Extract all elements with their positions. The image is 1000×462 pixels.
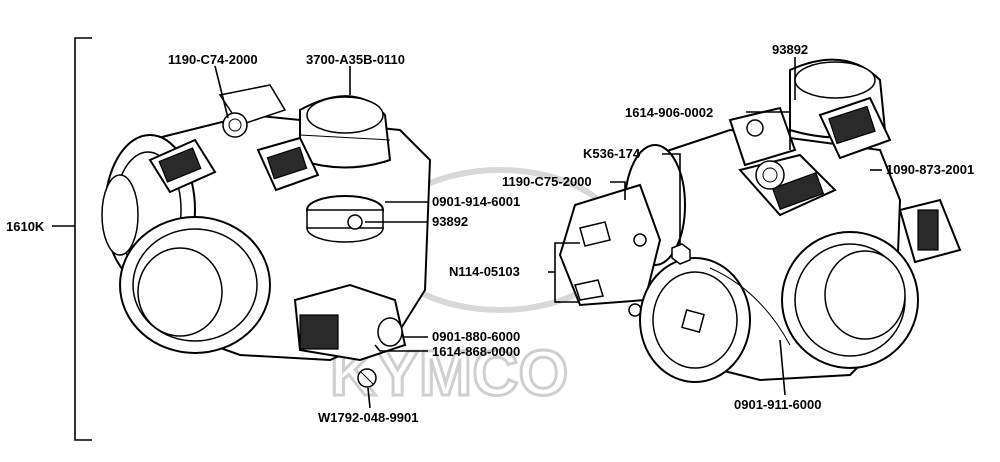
assembly-bracket: 1610K <box>6 37 92 441</box>
left-labels: 1190-C74-2000 3700-A35B-0110 0901-914-60… <box>168 52 520 425</box>
label-0901-914-6001: 0901-914-6001 <box>432 194 520 209</box>
label-N114-05103: N114-05103 <box>449 264 520 279</box>
label-1190-C75-2000: 1190-C75-2000 <box>502 174 592 189</box>
assembly-label: 1610K <box>6 219 45 234</box>
label-93892-right: 93892 <box>772 42 808 57</box>
right-throttle-body <box>558 58 962 383</box>
left-leaders <box>214 65 428 409</box>
label-93892-left: 93892 <box>432 214 468 229</box>
right-labels: 93892 1614-906-0002 K536-174 1190-C75-20… <box>449 42 974 412</box>
label-K536-174: K536-174 <box>583 146 641 161</box>
label-1614-906-0002: 1614-906-0002 <box>625 105 713 120</box>
label-1614-868-0000: 1614-868-0000 <box>432 344 520 359</box>
right-leaders <box>548 57 882 396</box>
label-1090-873-2001: 1090-873-2001 <box>886 162 974 177</box>
label-3700-A35B-0110: 3700-A35B-0110 <box>306 52 405 67</box>
label-1190-C74-2000: 1190-C74-2000 <box>168 52 258 67</box>
label-0901-911-6000: 0901-911-6000 <box>734 397 821 412</box>
left-throttle-body <box>101 84 432 388</box>
label-W1792-048-9901: W1792-048-9901 <box>318 410 418 425</box>
label-0901-880-6000: 0901-880-6000 <box>432 329 520 344</box>
